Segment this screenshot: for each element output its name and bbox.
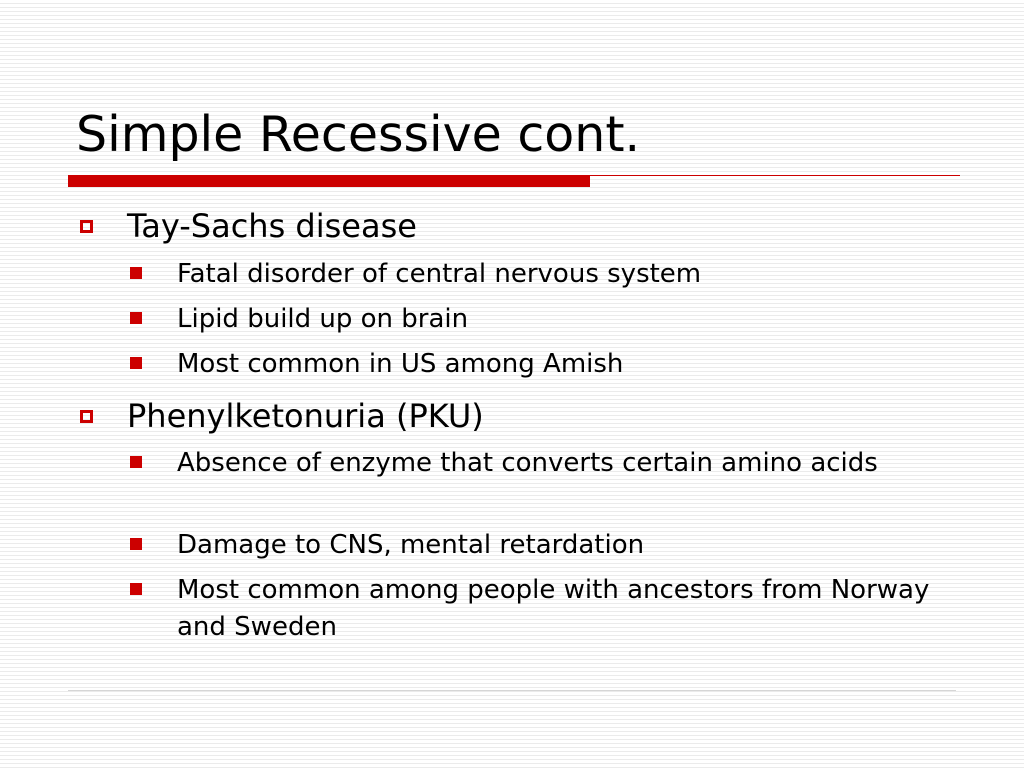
subbullet-text: Most common in US among Amish xyxy=(177,349,624,379)
bullet-item-pku: Phenylketonuria (PKU) xyxy=(80,396,484,435)
footer-divider xyxy=(68,690,956,691)
subbullet-text: Lipid build up on brain xyxy=(177,304,469,334)
bullet-text: Tay-Sachs disease xyxy=(127,207,417,245)
title-underline-thin xyxy=(590,175,960,176)
subbullet-text: Fatal disorder of central nervous system xyxy=(177,259,702,289)
filled-square-bullet-icon xyxy=(130,312,142,324)
filled-square-bullet-icon xyxy=(130,538,142,550)
subbullet-text: Damage to CNS, mental retardation xyxy=(177,530,645,560)
subbullet-text: Absence of enzyme that converts certain … xyxy=(177,448,878,478)
bullet-item-tay-sachs: Tay-Sachs disease xyxy=(80,206,417,245)
slide-title: Simple Recessive cont. xyxy=(76,106,641,163)
filled-square-bullet-icon xyxy=(130,583,142,595)
filled-square-bullet-icon xyxy=(130,267,142,279)
hollow-square-bullet-icon xyxy=(80,220,93,233)
bullet-text: Phenylketonuria (PKU) xyxy=(127,397,484,435)
subbullet-text: Most common among people with ancestors … xyxy=(177,575,930,642)
title-underline-thick xyxy=(68,175,590,187)
filled-square-bullet-icon xyxy=(130,357,142,369)
hollow-square-bullet-icon xyxy=(80,410,93,423)
filled-square-bullet-icon xyxy=(130,456,142,468)
